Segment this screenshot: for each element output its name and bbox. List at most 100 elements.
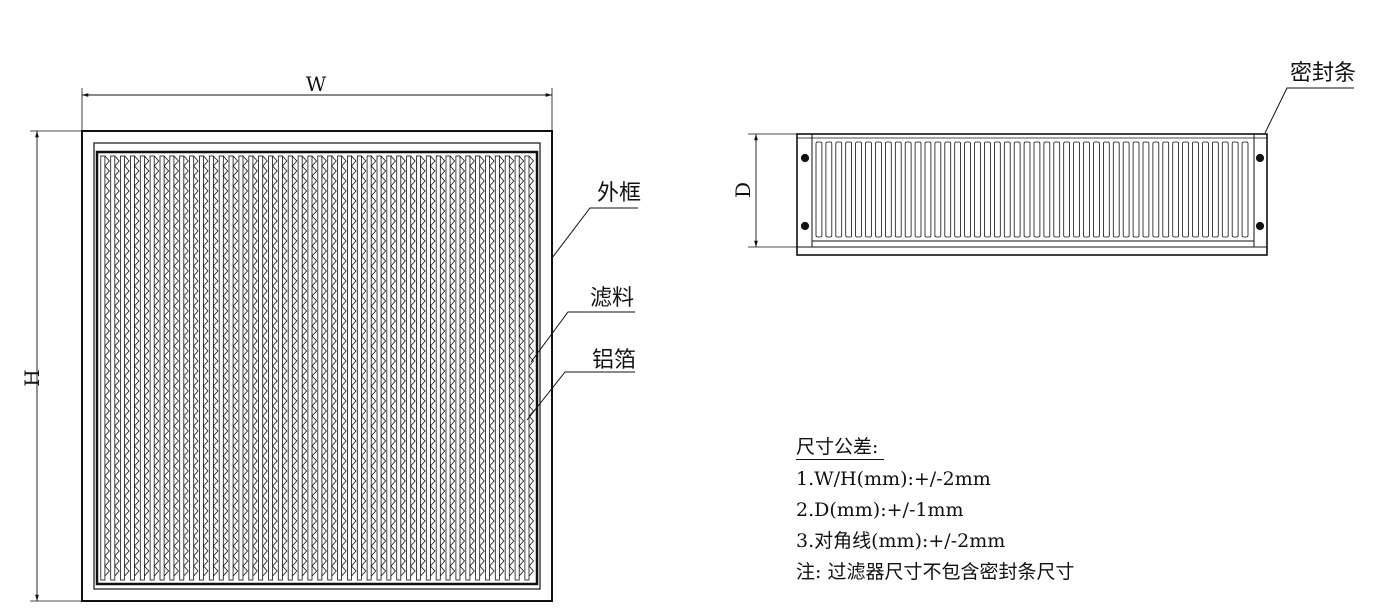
side-pleat [914,141,922,238]
pleat-zigzag [133,155,140,577]
foil-separator [287,155,293,581]
foil-separator [445,155,451,581]
tolerance-line: 2.D(mm):+/-1mm [796,499,964,521]
foil-separator [504,155,510,581]
side-frame [796,133,1268,256]
side-pleat [1152,141,1160,238]
foil-separator [386,155,392,581]
foil-separator [198,155,204,581]
side-pleat [924,141,932,238]
side-pleat [1083,141,1090,238]
pleat-zigzag [124,155,130,577]
foil-separator [139,155,145,581]
foil-separator [238,155,244,581]
side-pleat [1132,141,1140,238]
pleat-zigzag [272,155,278,577]
side-pleat [964,141,971,238]
foil-separator [277,155,283,581]
foil-separator [346,155,352,581]
side-pleat [1013,141,1021,238]
side-pleat [1142,141,1150,238]
foil-separator [120,155,125,581]
foil-separator [406,155,412,581]
side-pleat [984,141,991,238]
pleat-zigzag [173,155,179,577]
foil-separator [475,155,481,581]
pleat-zigzag [449,155,456,577]
leader-media [530,311,635,363]
side-pleat [1043,141,1051,238]
pleat-zigzag [429,155,436,577]
foil-separator [189,155,195,581]
side-pleat [1063,141,1070,238]
side-pleat [825,141,833,238]
leader-gasket [1264,87,1354,134]
side-pleat [1231,141,1239,238]
pleat-zigzag [291,155,298,577]
label-media: 滤料 [590,286,634,311]
width-label: W [306,72,327,96]
foil-separator [258,155,264,581]
pleat-zigzag [469,155,475,577]
label-frame: 外框 [597,181,641,206]
outer-frame-inner-edge [93,142,541,590]
pleat-zigzag [498,155,505,577]
pleat-zigzag [439,155,446,577]
side-pleat [1122,141,1130,238]
side-pleat [974,141,981,238]
pleat-zigzag [459,155,466,577]
foil-separator [179,155,185,581]
tolerance-note: 注: 过滤器尺寸不包含密封条尺寸 [796,561,1075,583]
side-pleat [1053,141,1061,238]
front-view [30,88,638,602]
pleat-zigzag [331,155,337,577]
side-pleat [1103,141,1110,238]
pleat-zigzag [163,155,170,577]
foil-separator [317,155,323,581]
leader-frame [551,207,638,259]
foil-separator [297,155,303,581]
pleat-zigzag [420,155,426,577]
side-pleat [1221,141,1229,238]
foil-separator [465,155,471,581]
side-pleat [1172,141,1179,238]
foil-separator [514,155,520,581]
pleat-zigzag [232,155,239,577]
tolerance-title: 尺寸公差: [796,435,885,460]
pleat-zigzag [114,155,120,577]
tolerance-notes: 尺寸公差: 1.W/H(mm):+/-2mm 2.D(mm):+/-1mm 3.… [796,432,1074,588]
side-pleat [1182,141,1189,238]
foil-separator [485,155,490,581]
pleat-zigzag [410,155,416,577]
tolerance-line: 3.对角线(mm):+/-2mm [796,530,1006,552]
pleat-zigzag [203,155,209,577]
side-pleat [855,141,862,238]
foil-separator [100,155,106,581]
foil-separator [218,155,224,581]
pleat-zigzag [281,155,288,577]
pleat-zigzag [153,155,160,577]
foil-separator [228,155,234,581]
side-pleat [994,141,1001,238]
side-pleat [1033,141,1041,238]
side-pleat [954,141,962,238]
pleat-zigzag [212,155,219,577]
rivet-icon [800,153,810,163]
depth-label: D [731,182,755,198]
pleat-zigzag [143,155,150,577]
side-pleat [1023,141,1031,238]
foil-separator [248,155,254,581]
side-pleat [815,141,823,238]
pleat-zigzag [518,155,525,577]
foil-separator [307,155,313,581]
pleat-zigzag [301,155,308,577]
foil-separator [129,155,135,581]
side-pleat [1112,141,1120,238]
outer-frame [81,130,553,602]
foil-separator [208,155,214,581]
pleat-zigzag [104,155,110,577]
pleat-zigzag [508,155,515,577]
pleat-zigzag [479,155,485,577]
side-pleat [1073,141,1080,238]
